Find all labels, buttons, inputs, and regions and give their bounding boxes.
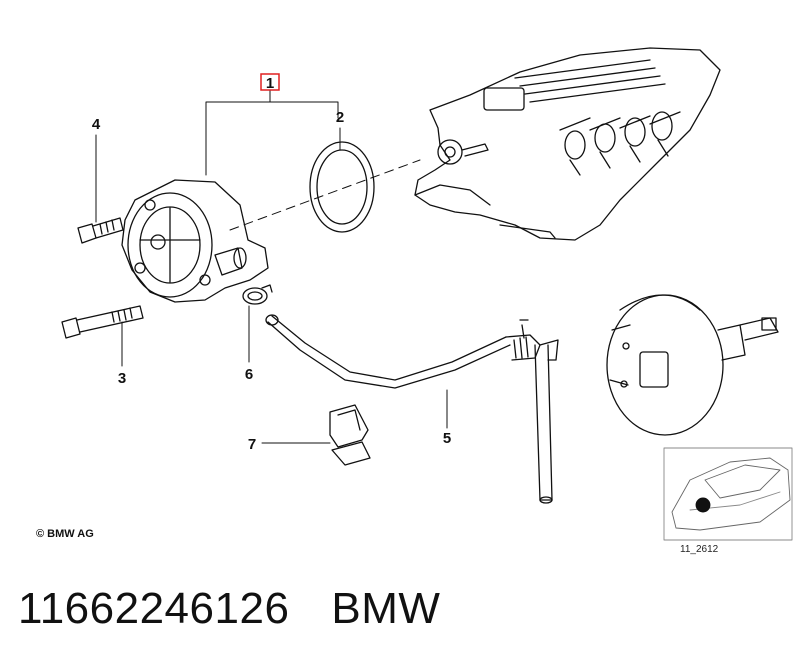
inset-code-label: 11_2612 — [680, 544, 719, 555]
callout-3[interactable]: 3 — [118, 370, 126, 387]
assembly-axis — [229, 159, 421, 231]
part-number: 11662246126 — [18, 584, 290, 633]
gasket-ring — [309, 141, 375, 233]
copyright-label: © BMW AG — [36, 528, 94, 540]
callout-1[interactable]: 1 — [266, 75, 274, 92]
bolt-long — [61, 305, 144, 339]
brand-name: BMW — [331, 584, 441, 633]
vacuum-pump — [121, 179, 269, 303]
callout-2[interactable]: 2 — [336, 109, 344, 126]
callout-5[interactable]: 5 — [443, 430, 451, 447]
vacuum-hose — [265, 314, 559, 504]
bolt-short — [77, 217, 124, 244]
callout-6[interactable]: 6 — [245, 366, 253, 383]
brake-booster — [606, 294, 779, 436]
leader-lines — [95, 89, 448, 444]
hose-clip — [329, 404, 371, 466]
inset-panel — [663, 447, 793, 541]
callout-7[interactable]: 7 — [248, 436, 256, 453]
footer: 11662246126 BMW — [18, 584, 440, 644]
engine-block — [414, 47, 721, 241]
callout-4[interactable]: 4 — [92, 116, 101, 133]
hose-clamp — [242, 284, 273, 305]
callout-1-highlight — [260, 73, 280, 91]
